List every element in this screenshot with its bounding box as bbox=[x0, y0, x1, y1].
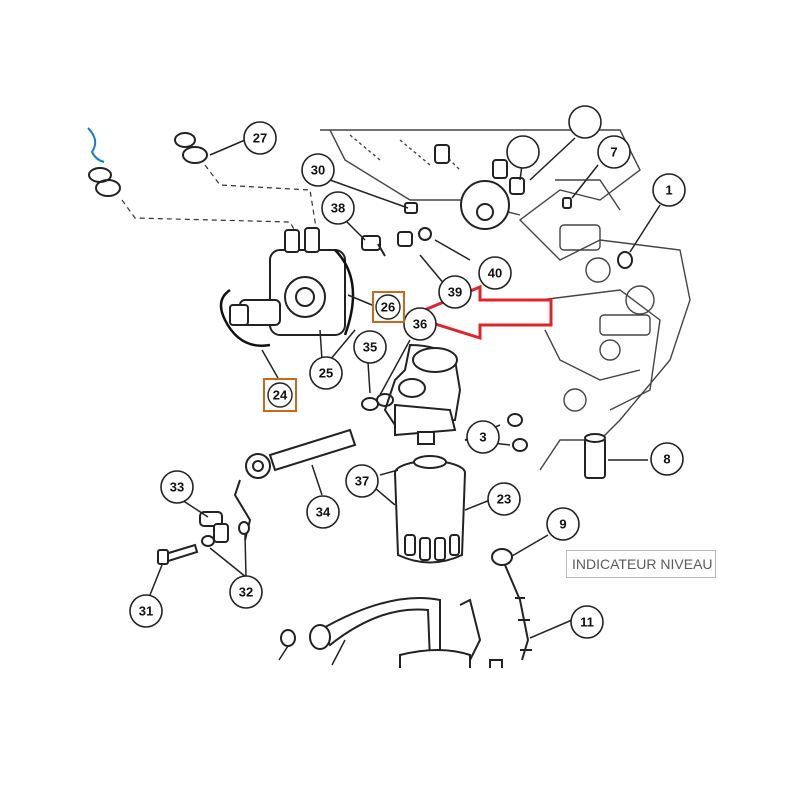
callout-label-32: 32 bbox=[239, 585, 253, 600]
callout-circle-26 bbox=[375, 294, 401, 320]
callout-label-25: 25 bbox=[319, 366, 333, 381]
callout-label-38: 38 bbox=[331, 201, 345, 216]
callout-label-37: 37 bbox=[355, 474, 369, 489]
callout-label-40: 40 bbox=[488, 266, 502, 281]
callout-label-11: 11 bbox=[580, 615, 594, 630]
oil-pipe bbox=[233, 428, 357, 541]
filter-bracket bbox=[383, 343, 462, 445]
engine-block-drawing bbox=[320, 129, 691, 471]
callout-label-26: 26 bbox=[381, 300, 395, 315]
callout-label-1: 1 bbox=[665, 183, 672, 198]
banjo-fittings bbox=[157, 511, 250, 565]
o-rings-35 bbox=[361, 393, 394, 411]
highlight-box-24 bbox=[263, 378, 297, 412]
callout-label-34: 34 bbox=[316, 505, 331, 520]
callout-label-35: 35 bbox=[363, 340, 377, 355]
oil-cooler bbox=[229, 227, 346, 336]
accent-line bbox=[87, 127, 105, 163]
red-pointer-arrow bbox=[405, 284, 553, 341]
oil-filter bbox=[394, 455, 466, 564]
callouts bbox=[129, 105, 686, 639]
callout-label-24: 24 bbox=[273, 388, 288, 403]
right-fittings bbox=[507, 197, 633, 479]
seal-rings-25 bbox=[219, 249, 355, 347]
callout-label-39: 39 bbox=[448, 285, 462, 300]
callout-label-36: 36 bbox=[413, 317, 427, 332]
callout-label-8: 8 bbox=[663, 452, 670, 467]
lower-hoses bbox=[280, 597, 503, 681]
bottom-mask bbox=[270, 668, 530, 688]
callout-label-9: 9 bbox=[559, 517, 566, 532]
callout-label-31: 31 bbox=[139, 604, 153, 619]
hose-clamps-upper bbox=[88, 132, 208, 197]
callout-label-23: 23 bbox=[497, 492, 511, 507]
upper-small-parts bbox=[361, 144, 525, 257]
dipstick bbox=[491, 548, 532, 661]
tooltip-indicateur-niveau: INDICATEUR NIVEAU bbox=[566, 550, 716, 578]
leader-lines bbox=[149, 137, 661, 666]
highlight-box-26 bbox=[372, 291, 405, 323]
callout-label-27: 27 bbox=[253, 131, 267, 146]
callout-label-3: 3 bbox=[479, 430, 486, 445]
callout-circle-24 bbox=[267, 382, 293, 408]
callout-label-7: 7 bbox=[610, 145, 617, 160]
callout-label-33: 33 bbox=[170, 480, 184, 495]
dashed-leader bbox=[121, 164, 319, 241]
callout-label-30: 30 bbox=[311, 163, 325, 178]
